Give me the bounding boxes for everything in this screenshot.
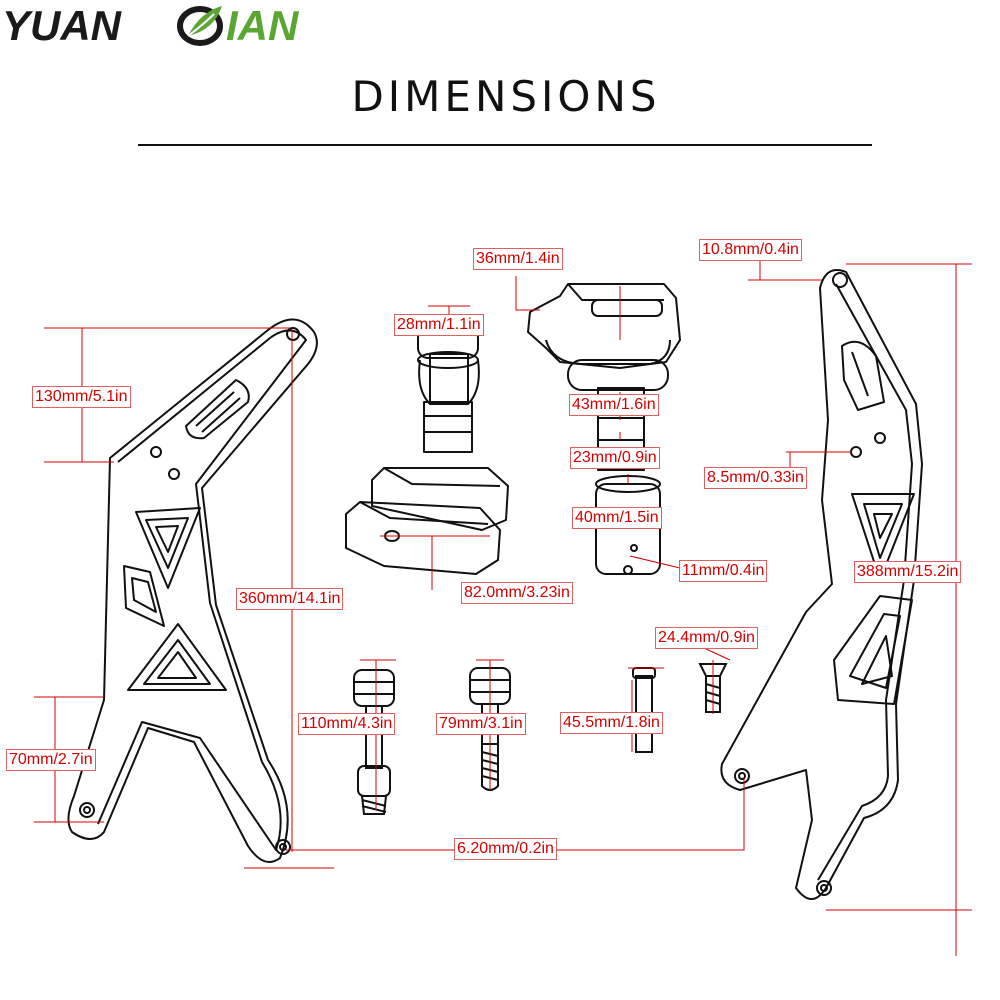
dim-label-slider2-spacer: 23mm/0.9in — [570, 447, 660, 469]
dim-label-slider2-bolt: 43mm/1.6in — [569, 394, 659, 416]
dim-label-right-small-hole: 8.5mm/0.33in — [704, 467, 807, 489]
dim-label-bracket-height: 360mm/14.1in — [236, 588, 344, 610]
title-underline — [138, 144, 872, 146]
left-bracket — [67, 318, 318, 863]
logo-leaf-icon — [177, 6, 223, 46]
dim-label-bolt-long: 110mm/4.3in — [298, 713, 396, 735]
pin — [632, 667, 656, 753]
brand-logo: YUAN IAN — [2, 2, 300, 49]
dim-label-slider2-top: 36mm/1.4in — [473, 248, 563, 270]
logo-text-left: YUAN — [2, 2, 123, 49]
page-title: DIMENSIONS — [351, 72, 661, 121]
dim-label-bracket-bottom: 70mm/2.7in — [6, 749, 96, 771]
dim-label-slider2-hole: 11mm/0.4in — [679, 560, 768, 582]
dimension-lines — [34, 258, 972, 956]
dim-label-mount-hole: 6.20mm/0.2in — [454, 838, 557, 860]
frame-slider-left — [345, 327, 509, 575]
logo-text-right: IAN — [226, 2, 300, 49]
dim-label-bolt-medium: 79mm/3.1in — [436, 713, 526, 735]
frame-slider-right — [527, 283, 681, 575]
right-bracket — [720, 269, 923, 900]
dim-label-slider-top-cap: 28mm/1.1in — [394, 314, 484, 336]
dim-label-slider-width: 82.0mm/3.23in — [461, 582, 573, 604]
dim-label-right-top-hole: 10.8mm/0.4in — [699, 239, 802, 261]
dim-label-right-height: 388mm/15.2in — [854, 561, 962, 583]
dim-label-slider2-base: 40mm/1.5in — [572, 507, 662, 529]
dim-label-small-bolt: 24.4mm/0.9in — [655, 627, 758, 649]
long-bolt-assembly — [353, 669, 395, 815]
dim-label-pin-length: 45.5mm/1.8in — [560, 712, 663, 734]
dim-label-bracket-top: 130mm/5.1in — [32, 386, 131, 408]
hardware-bolts — [353, 663, 728, 815]
